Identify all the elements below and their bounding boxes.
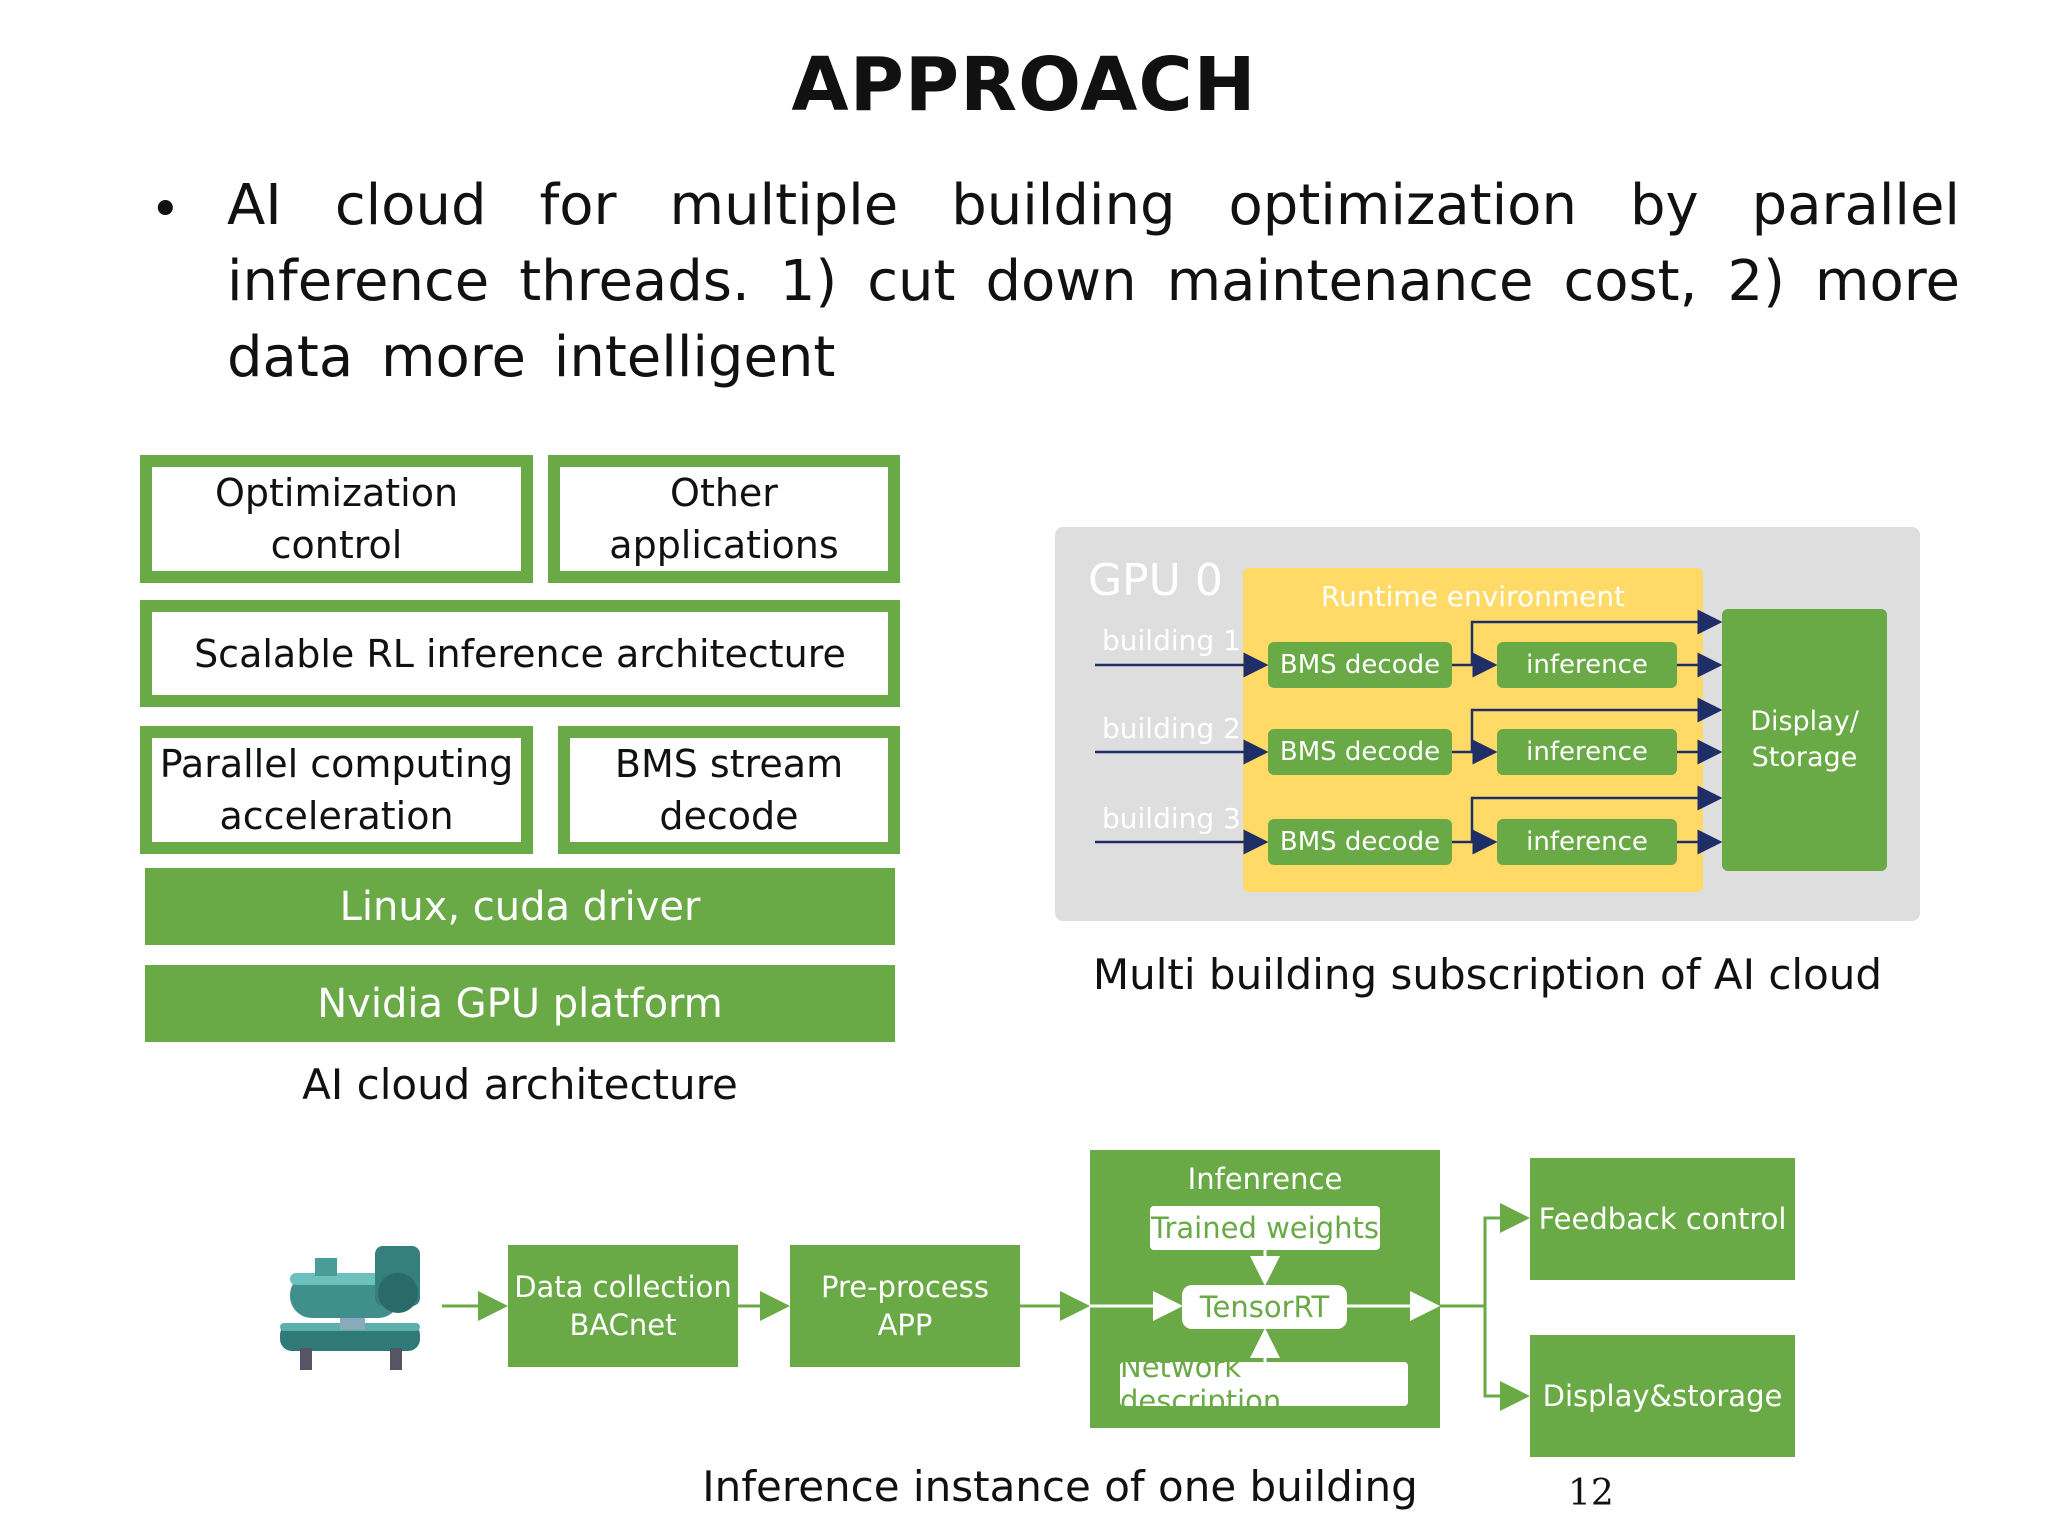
building-label: building 2 [1102,712,1241,745]
other-applications-box: Other applications [548,455,900,583]
inference-block-title: Infenrence [1187,1162,1343,1196]
industrial-chiller-icon [280,1238,440,1378]
subscription-caption: Multi building subscription of AI cloud [1092,950,1883,999]
preprocess-box: Pre-process APP [790,1245,1020,1367]
inference-pill: inference [1497,642,1677,688]
runtime-label: Runtime environment [1320,580,1626,613]
architecture-caption: AI cloud architecture [302,1060,738,1109]
building-label: building 3 [1102,802,1241,835]
bullet-marker: • [150,180,181,240]
display-storage-output-box: Display&storage [1530,1335,1795,1457]
slide-title: APPROACH [791,42,1257,128]
tensorrt-label: TensorRT [1182,1285,1347,1329]
parallel-computing-box: Parallel computing acceleration [140,726,533,854]
optimization-control-box: Optimization control [140,455,533,583]
data-collection-box: Data collection BACnet [508,1245,738,1367]
nvidia-gpu-bar: Nvidia GPU platform [145,965,895,1042]
inference-pill: inference [1497,819,1677,865]
linux-cuda-bar: Linux, cuda driver [145,868,895,945]
bms-decode-pill: BMS decode [1268,642,1452,688]
bms-decode-pill: BMS decode [1268,819,1452,865]
building-label: building 1 [1102,624,1241,657]
bms-decode-pill: BMS decode [1268,729,1452,775]
display-storage-box: Display/ Storage [1722,609,1887,871]
bullet-text: AI cloud for multiple building optimizat… [227,173,1960,390]
trained-weights-label: Trained weights [1150,1206,1380,1250]
instance-caption: Inference instance of one building [702,1462,1418,1511]
page-number: 12 [1568,1473,1614,1514]
scalable-rl-box: Scalable RL inference architecture [140,600,900,707]
gpu-label: GPU 0 [1088,555,1223,606]
inference-pill: inference [1497,729,1677,775]
network-description-label: Network description [1120,1350,1408,1418]
bms-stream-decode-box: BMS stream decode [558,726,900,854]
feedback-control-box: Feedback control [1530,1158,1795,1280]
display-storage-label: Display/ Storage [1750,706,1859,773]
